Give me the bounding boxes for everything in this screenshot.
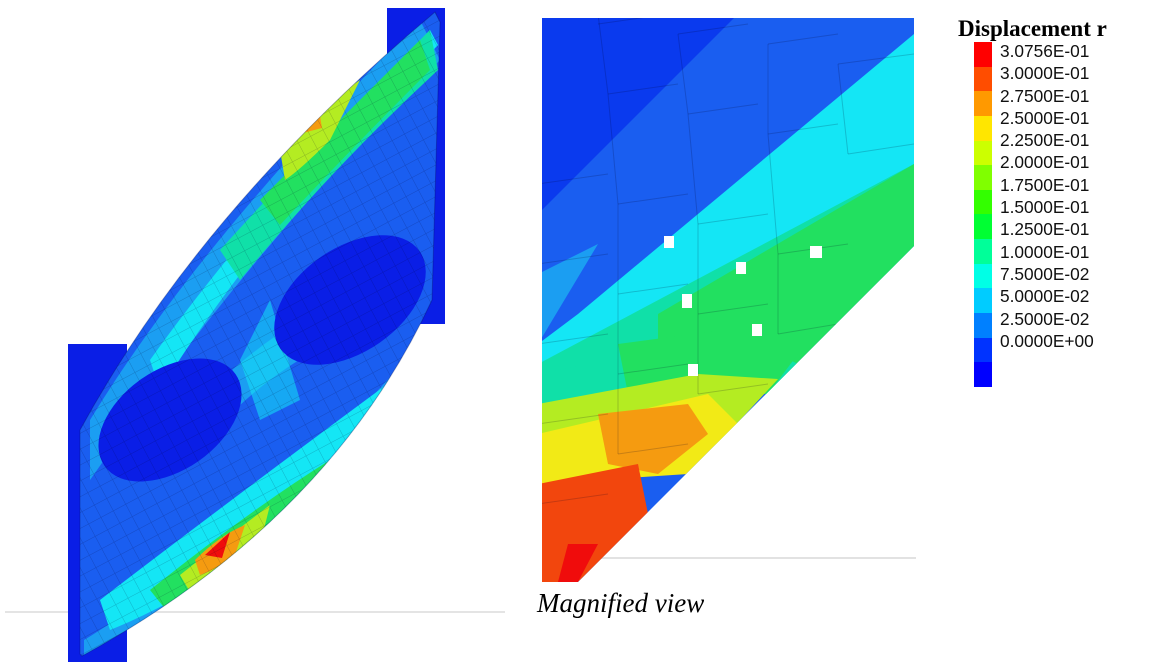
legend-swatch [974,239,992,264]
legend-label: 3.0756E-01 [1000,41,1090,61]
legend-swatch [974,288,992,314]
legend-title: Displacement r [958,16,1107,41]
legend-label: 2.5000E-02 [1000,308,1090,329]
magnified-view-caption: Magnified view [537,588,705,618]
legend-swatch [974,140,992,166]
legend-label: 1.5000E-01 [1000,197,1090,218]
legend-swatch [974,42,992,67]
legend-swatch [974,115,992,141]
full-specimen-contour [5,8,505,662]
legend-label: 2.5000E-01 [1000,107,1090,128]
legend-swatch [974,313,992,338]
legend-label: 7.5000E-02 [1000,263,1090,284]
legend-label: 3.0000E-01 [1000,63,1090,84]
legend-color-bar [974,42,992,387]
legend-label: 0.0000E+00 [1000,330,1094,351]
legend-swatch [974,66,992,92]
legend-swatch [974,91,992,116]
legend-swatch [974,165,992,190]
legend-swatch [974,189,992,215]
legend-label: 2.0000E-01 [1000,152,1090,173]
magnified-contour [542,18,916,582]
legend-swatch [974,362,992,387]
legend-label: 5.0000E-02 [1000,286,1090,307]
legend-swatch [974,263,992,289]
legend-label: 1.7500E-01 [1000,174,1090,195]
legend-swatch [974,337,992,363]
legend-label: 1.2500E-01 [1000,219,1090,240]
legend-label: 1.0000E-01 [1000,241,1090,262]
legend-label: 2.7500E-01 [1000,85,1090,106]
legend-label: 2.2500E-01 [1000,130,1090,151]
legend-swatch [974,214,992,240]
